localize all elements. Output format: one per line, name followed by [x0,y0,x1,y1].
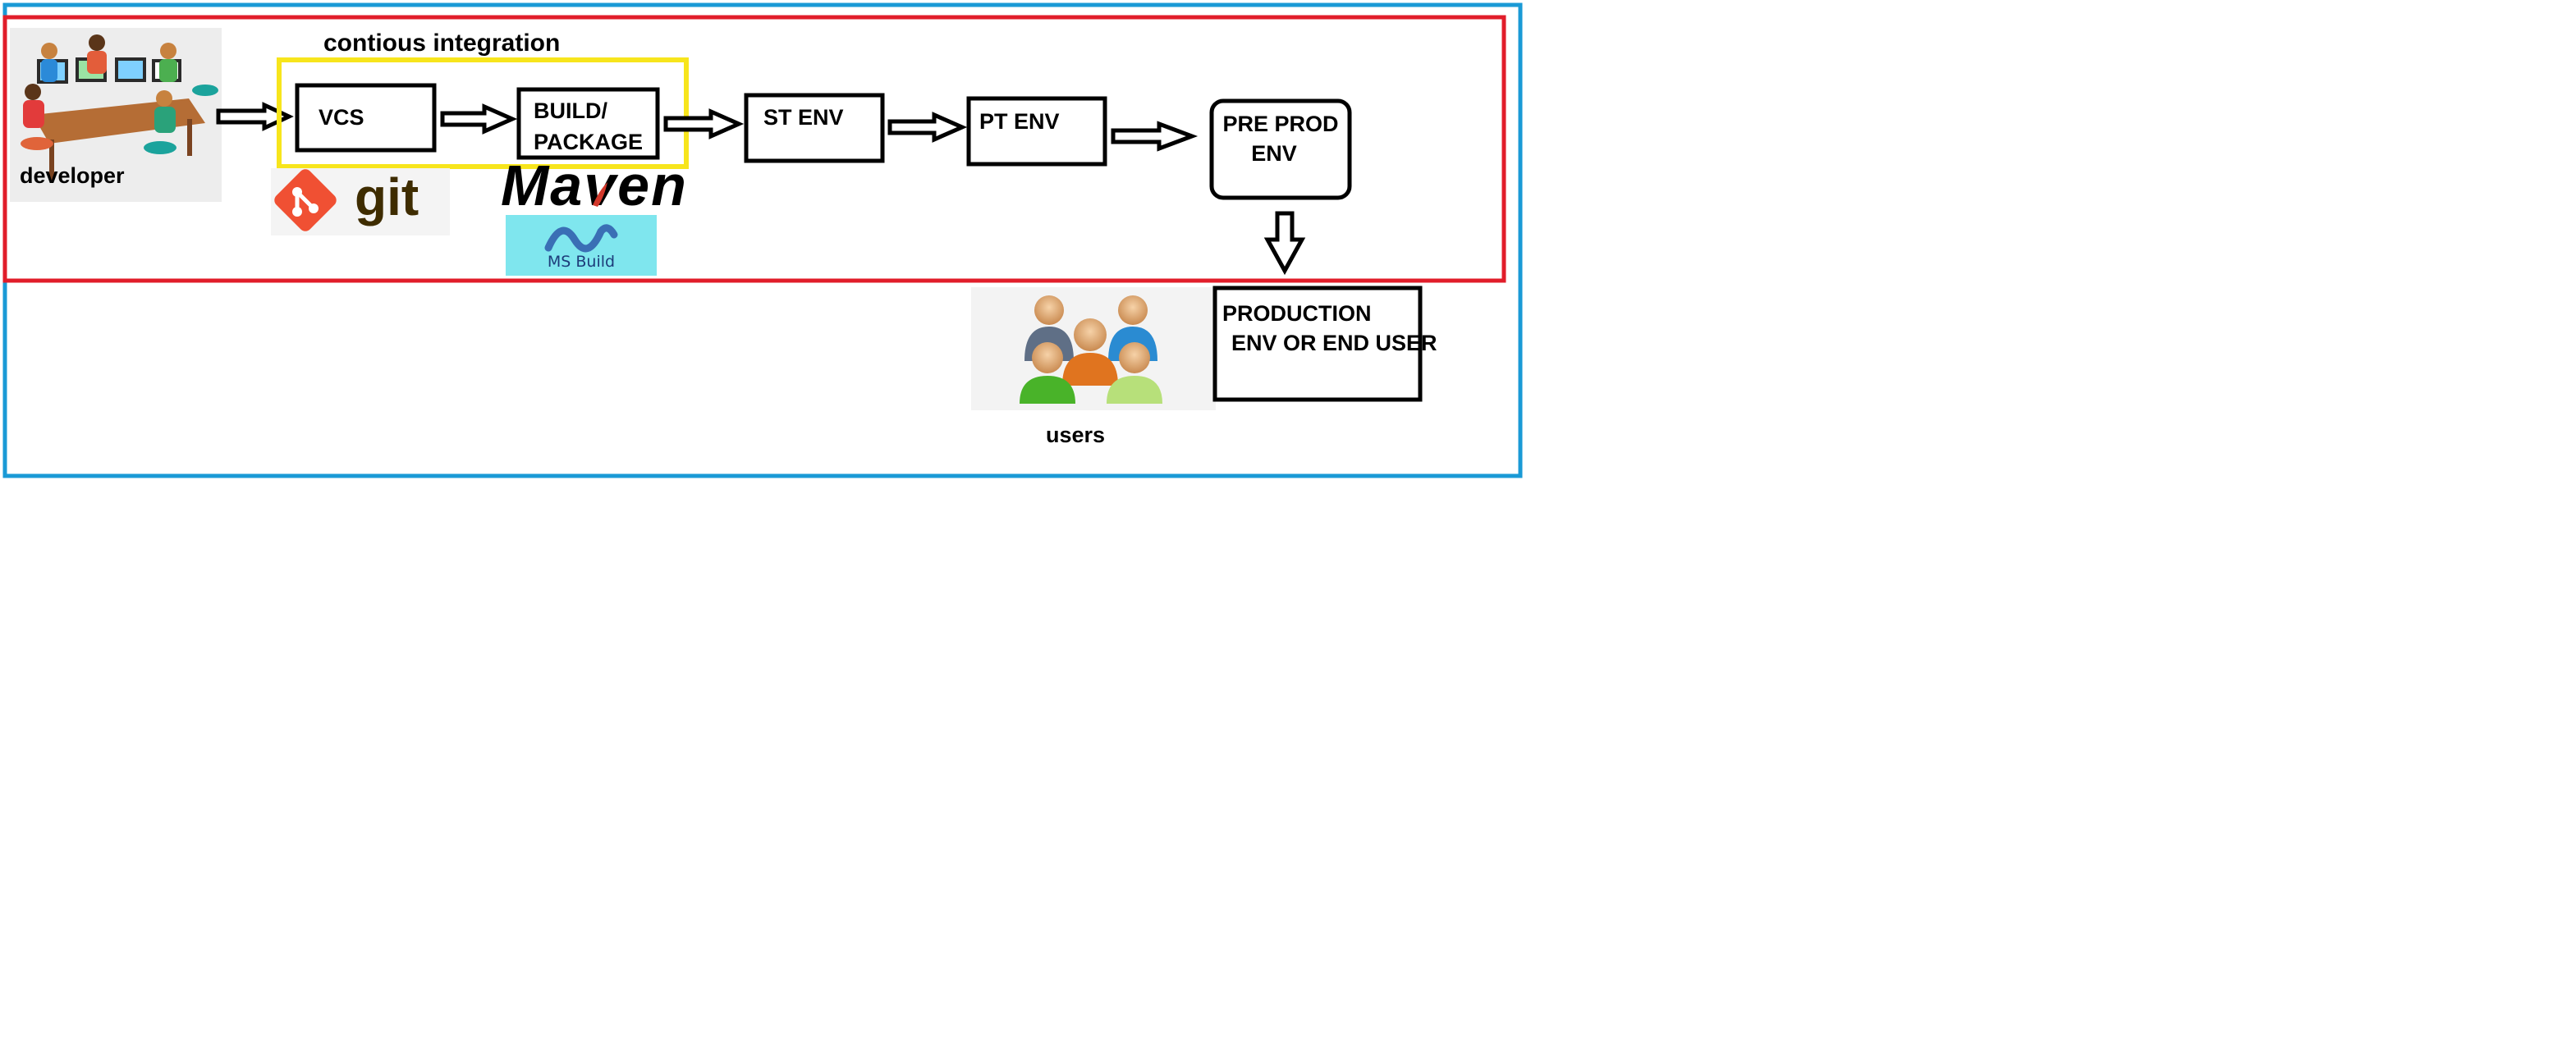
msbuild-logo: MS Build [506,215,657,276]
production-label-line1: PRODUCTION [1222,301,1372,326]
preprod-label-line1: PRE PROD [1222,112,1338,136]
users-icon [971,287,1216,410]
vcs-box [295,83,437,153]
build-box [516,87,660,160]
git-logo: git [271,167,450,235]
arrow-preprod-to-production [1263,211,1306,276]
build-label-line1: BUILD/ [534,98,607,123]
msbuild-wordmark: MS Build [548,253,615,271]
delivery-frame [2,15,1506,283]
build-label-line2: PACKAGE [534,130,643,154]
vcs-label: VCS [319,105,364,130]
developer-illustration [10,28,222,202]
preprod-env-box [1209,98,1352,200]
pt-env-label: PT ENV [979,109,1060,134]
git-wordmark: git [355,167,419,226]
arrow-st-to-pt [887,112,968,143]
arrow-vcs-to-build [440,103,518,135]
arrow-pt-to-preprod [1111,121,1199,152]
maven-feather-icon [593,182,607,207]
production-box [1212,286,1423,402]
production-label-line2: ENV OR END USER [1231,331,1437,355]
st-env-label: ST ENV [763,105,844,130]
msbuild-wave-icon [544,224,618,253]
arrow-build-to-st [663,108,745,139]
ci-title: contious integration [323,30,560,57]
st-env-box [744,93,885,163]
developer-label: developer [20,163,125,188]
pt-env-box [966,96,1107,167]
maven-logo: Maven [501,153,688,217]
ci-frame [277,57,689,169]
users-label: users [1046,423,1105,447]
preprod-label-line2: ENV [1251,141,1297,166]
